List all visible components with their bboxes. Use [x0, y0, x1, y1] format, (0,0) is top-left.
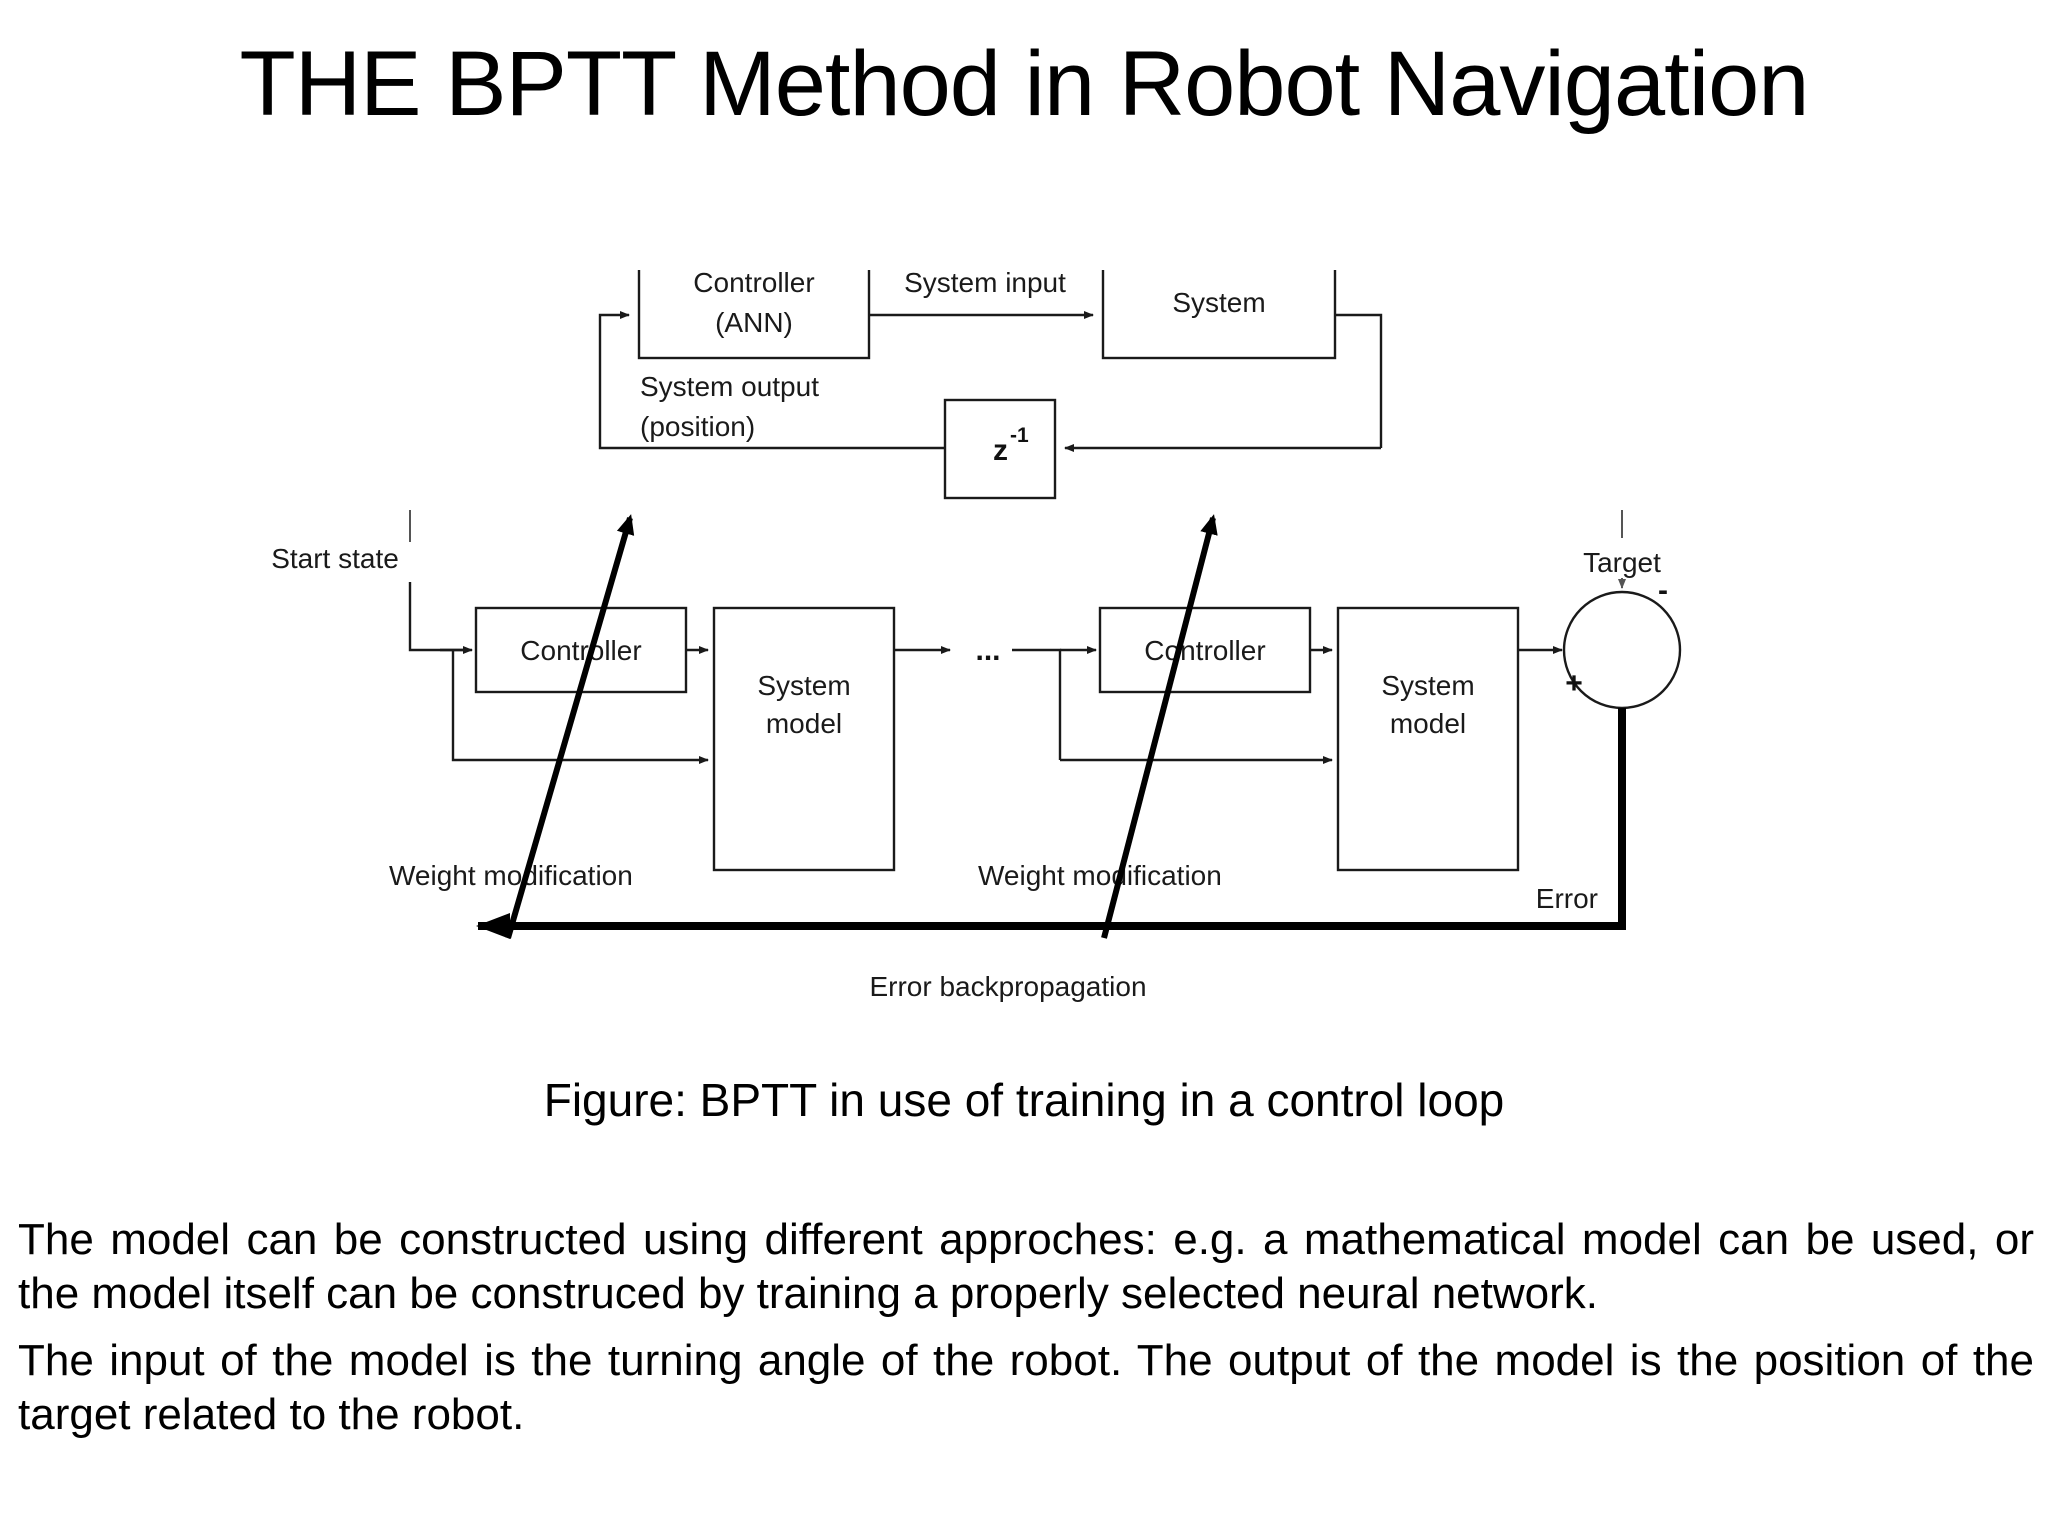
bptt-control-loop-diagram: Controller (ANN) System System input z -… [271, 270, 1682, 1002]
unit-delay-exponent: -1 [1010, 424, 1029, 447]
system-model-1-box [712, 606, 896, 872]
page-title: THE BPTT Method in Robot Navigation [239, 33, 1810, 135]
top-control-loop-group: Controller (ANN) System System input z -… [598, 270, 1383, 500]
system-label: System [1172, 287, 1265, 318]
controller-1-label: Controller [520, 635, 641, 666]
system-output-label-line1: System output [640, 371, 819, 402]
controller-ann-label-line1: Controller [693, 270, 814, 298]
system-model-2-label-line1: System [1381, 670, 1474, 701]
system-model-2-label-line2: model [1390, 708, 1466, 739]
delay-to-controller-feedback-path [598, 311, 945, 450]
weight-modification-arrow-2 [1101, 514, 1218, 939]
system-box [1101, 270, 1337, 360]
start-state-entry-path [408, 582, 466, 652]
body-text-block: The model can be constructed using diffe… [18, 1213, 2034, 1456]
chain-ellipsis: ... [975, 634, 1000, 667]
controller-2-label: Controller [1144, 635, 1265, 666]
controller-2-box [1098, 606, 1312, 694]
ellipsis-to-controller-2-path [1012, 648, 1062, 760]
system-output-label-line2: (position) [640, 411, 755, 442]
figure-caption: Figure: BPTT in use of training in a con… [543, 1074, 1505, 1126]
error-backpropagation-label: Error backpropagation [869, 971, 1146, 1002]
system-output-right-path [1335, 313, 1383, 448]
weight-modification-arrow-1 [505, 514, 635, 939]
system-input-label: System input [904, 270, 1066, 298]
error-backpropagation-path [476, 708, 1626, 939]
sum-plus-sign: + [1565, 667, 1583, 700]
error-label: Error [1536, 883, 1598, 914]
system-model-1-label-line1: System [757, 670, 850, 701]
body-paragraph-1: The model can be constructed using diffe… [18, 1215, 2034, 1318]
system-model-1-label-line2: model [766, 708, 842, 739]
weight-modification-label-2: Weight modification [978, 860, 1222, 891]
target-label: Target [1583, 547, 1661, 578]
unit-delay-box [943, 398, 1057, 500]
unit-delay-label: z [993, 434, 1008, 467]
start-state-label: Start state [271, 543, 399, 574]
figure-image: Controller (ANN) System System input z -… [0, 270, 2048, 1070]
state-bypass-to-model-1-path [451, 650, 709, 764]
controller-ann-box [637, 270, 871, 360]
system-model-2-box [1336, 606, 1520, 872]
bptt-unrolled-group: Start state Controller System model ... … [271, 510, 1682, 1002]
controller-ann-label-line2: (ANN) [715, 307, 793, 338]
weight-modification-label-1: Weight modification [389, 860, 633, 891]
body-paragraph-2: The input of the model is the turning an… [18, 1336, 2034, 1440]
sum-minus-sign: - [1658, 574, 1668, 607]
